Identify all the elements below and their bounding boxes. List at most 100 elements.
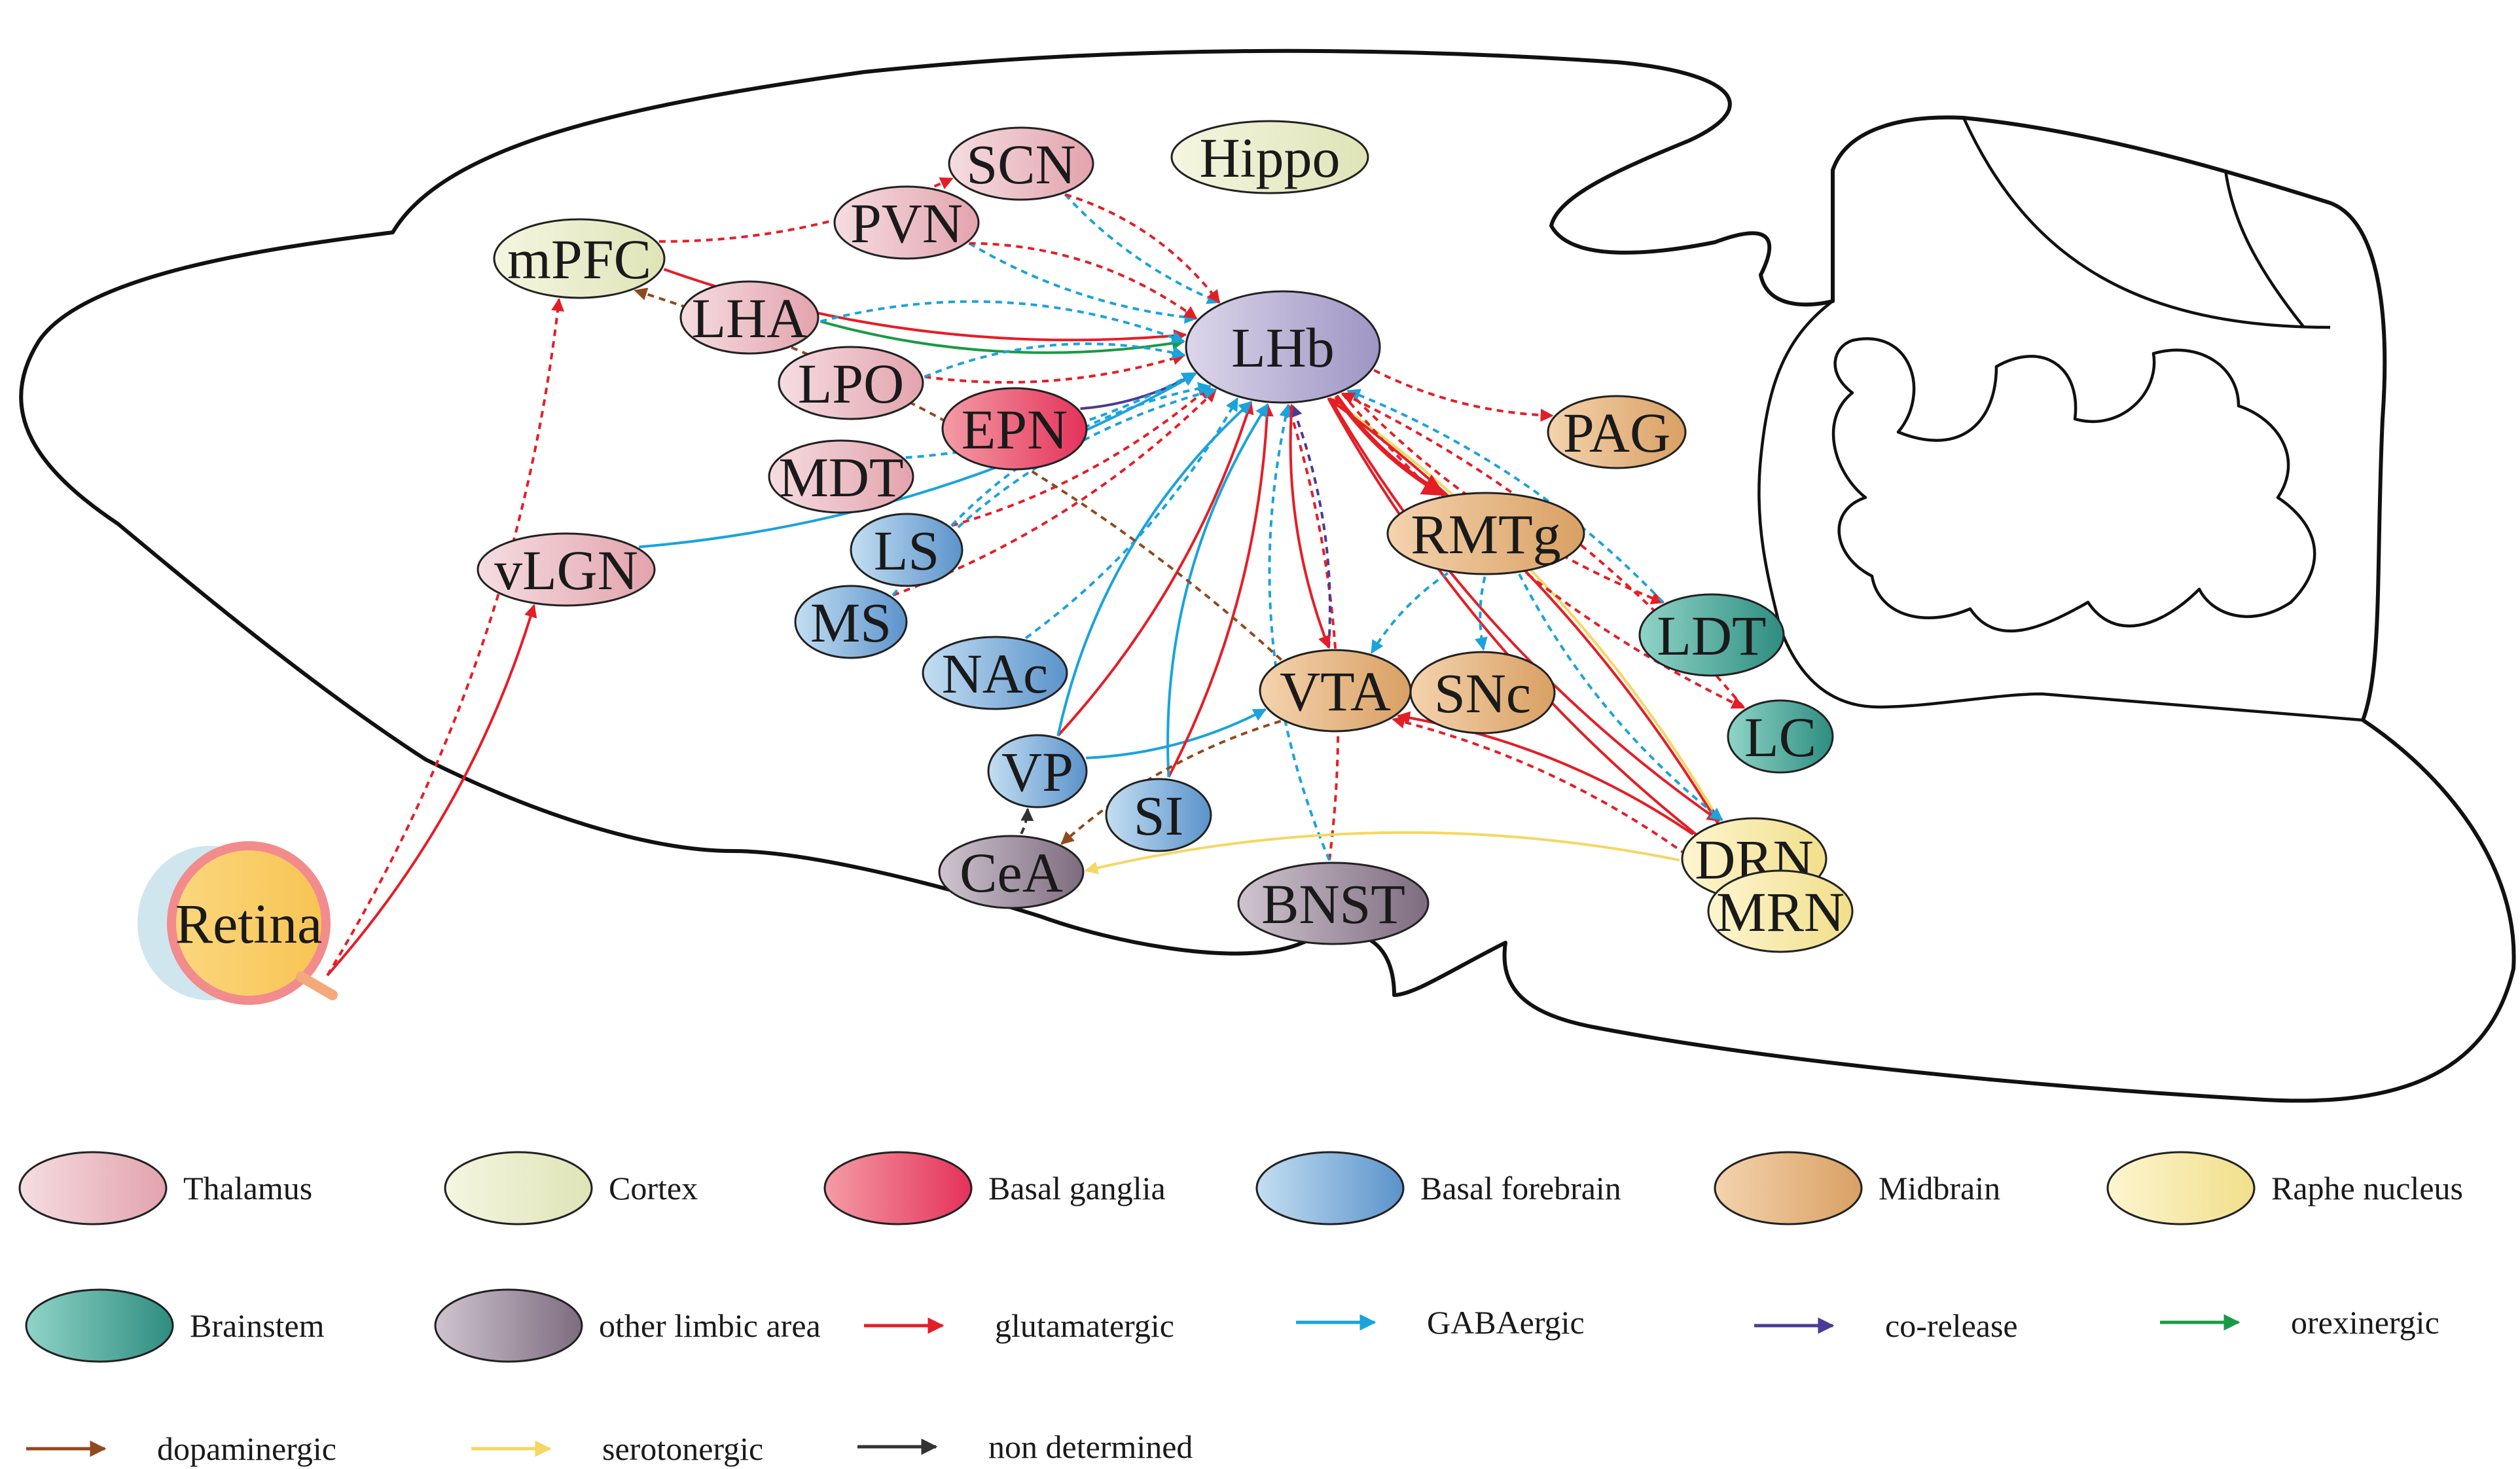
node-scn: SCN [948,126,1094,201]
edge-scn-to-lhb-gabaergic [1064,193,1221,304]
edge-rmtg-to-drn-gabaergic [1518,573,1723,822]
legend-arrow-non-determined: non determined [857,1428,1193,1465]
node-scn-label: SCN [966,133,1075,196]
legend-label: Brainstem [190,1307,325,1344]
node-ls-label: LS [874,519,939,582]
legend-arrow-serotonergic: serotonergic [471,1430,763,1467]
legend-region-thalamus: Thalamus [18,1151,312,1225]
node-ms: MS [794,585,908,659]
node-rmtg-label: RMTg [1411,503,1560,566]
edge-mdt-to-lhb-gabaergic [905,372,1196,459]
edge-pvn-to-lhb-glutamatergic [969,242,1198,320]
legend-arrow-glutamatergic: glutamatergic [864,1307,1174,1344]
node-epn-label: EPN [962,398,1068,461]
node-vp-shape [987,734,1088,808]
legend-label: GABAergic [1427,1304,1585,1341]
node-pvn-label: PVN [850,192,963,255]
edge-vta-to-lhb-corelease [1289,403,1331,648]
edge-lpo-to-lhb-glutamatergic [924,352,1186,384]
legend-region-basal-ganglia: Basal ganglia [823,1151,1166,1225]
edge-lhb-to-vta-glutamatergic [1289,405,1331,649]
node-nac-label: NAc [942,642,1048,705]
edge-lhb-to-pag-glutamatergic [1373,369,1554,422]
legend-swatch [1714,1151,1863,1225]
node-lpo-label: LPO [798,352,904,415]
node-pvn: PVN [833,185,980,260]
legend-label: orexinergic [2291,1304,2439,1341]
edge-lha-to-lhb-orexinergic [819,320,1185,354]
edge-ms-to-lhb-glutamatergic [892,388,1217,597]
legend-region-raphe-nucleus: Raphe nucleus [2106,1151,2463,1225]
legend-label: Basal ganglia [988,1170,1166,1206]
brain-outline [19,48,2516,1103]
legend-label: dopaminergic [157,1430,336,1467]
legend-label: Thalamus [183,1170,312,1206]
edge-lhb-to-rmtg-glutamatergic [1334,394,1446,497]
node-bnst-label: BNST [1261,873,1405,935]
node-si: SI [1105,778,1212,852]
node-lpo: LPO [778,346,924,420]
node-ldt: LDT [1638,593,1785,677]
node-ls: LS [850,513,963,587]
edge-ldt-to-lhb-gabaergic [1346,389,1665,604]
node-epn-shape [941,387,1088,471]
node-vp-label: VP [1001,740,1073,803]
edge-mrn-to-lhb-glutamatergic [1327,397,1748,874]
legend-arrow-co-release: co-release [1754,1307,2018,1344]
legend-swatch [434,1288,583,1363]
node-cea-label: CeA [960,841,1063,904]
node-hippo-shape [1170,120,1369,194]
optic-nerve-shape [296,971,338,1000]
legend-label: Cortex [609,1170,698,1206]
node-snc-label: SNc [1434,662,1531,725]
node-snc-shape [1409,651,1556,734]
legend-label: other limbic area [599,1307,821,1344]
node-mrn-label: MRN [1716,880,1845,943]
node-lc-shape [1727,699,1834,774]
edge-vlgn-to-lhb-gabaergic [639,372,1197,549]
legend-arrow-orexinergic: orexinergic [2160,1304,2439,1341]
node-lpo-shape [778,346,924,420]
node-lha-shape [679,280,819,355]
node-mdt: MDT [768,439,914,514]
legend-label: serotonergic [602,1430,763,1467]
node-epn: EPN [941,387,1088,471]
edge-lhb-to-drn-glutamatergic [1329,397,1721,822]
edge-lpo-to-lhb-gabaergic [924,342,1186,378]
node-pvn-shape [833,185,980,260]
legend-swatch [18,1151,168,1225]
edge-vp-to-lhb-gabaergic [1056,401,1252,736]
edge-lha-to-lhb-gabaergic [819,300,1185,344]
edge-rmtg-to-snc-gabaergic [1475,576,1488,651]
legend-region-other-limbic-area: other limbic area [434,1288,821,1363]
edge-pvn-to-lhb-gabaergic [968,242,1198,324]
legend-swatch [25,1288,174,1363]
node-ls-shape [850,513,963,587]
node-nac-shape [922,636,1068,710]
legend-label: co-release [1885,1307,2018,1344]
retina-eye-shape [167,841,331,1005]
edge-scn-to-lhb-glutamatergic [1064,193,1221,304]
node-vp: VP [987,734,1088,808]
node-si-label: SI [1134,784,1183,847]
edge-si-to-lhb-glutamatergic [1167,403,1274,778]
edge-vp-to-vta-gabaergic [1086,708,1267,759]
node-ldt-shape [1638,593,1785,677]
legend-arrow-gabaergic: GABAergic [1296,1304,1585,1341]
edges [326,177,1748,977]
node-lc: LC [1727,699,1834,774]
node-pag-shape [1547,395,1687,469]
node-retina: Retina [137,841,338,1005]
node-lha: LHA [679,280,819,355]
node-ms-label: MS [810,591,891,654]
node-lhb-shape [1185,290,1381,404]
node-vlgn-label: vLGN [494,539,638,602]
node-hippo-label: Hippo [1200,126,1341,189]
node-vta: VTA [1259,649,1412,733]
node-retina-label: Retina [175,892,323,955]
node-snc: SNc [1409,651,1556,734]
node-vlgn: vLGN [477,532,656,607]
edge-epn-to-lhb-corelease [1080,372,1197,410]
